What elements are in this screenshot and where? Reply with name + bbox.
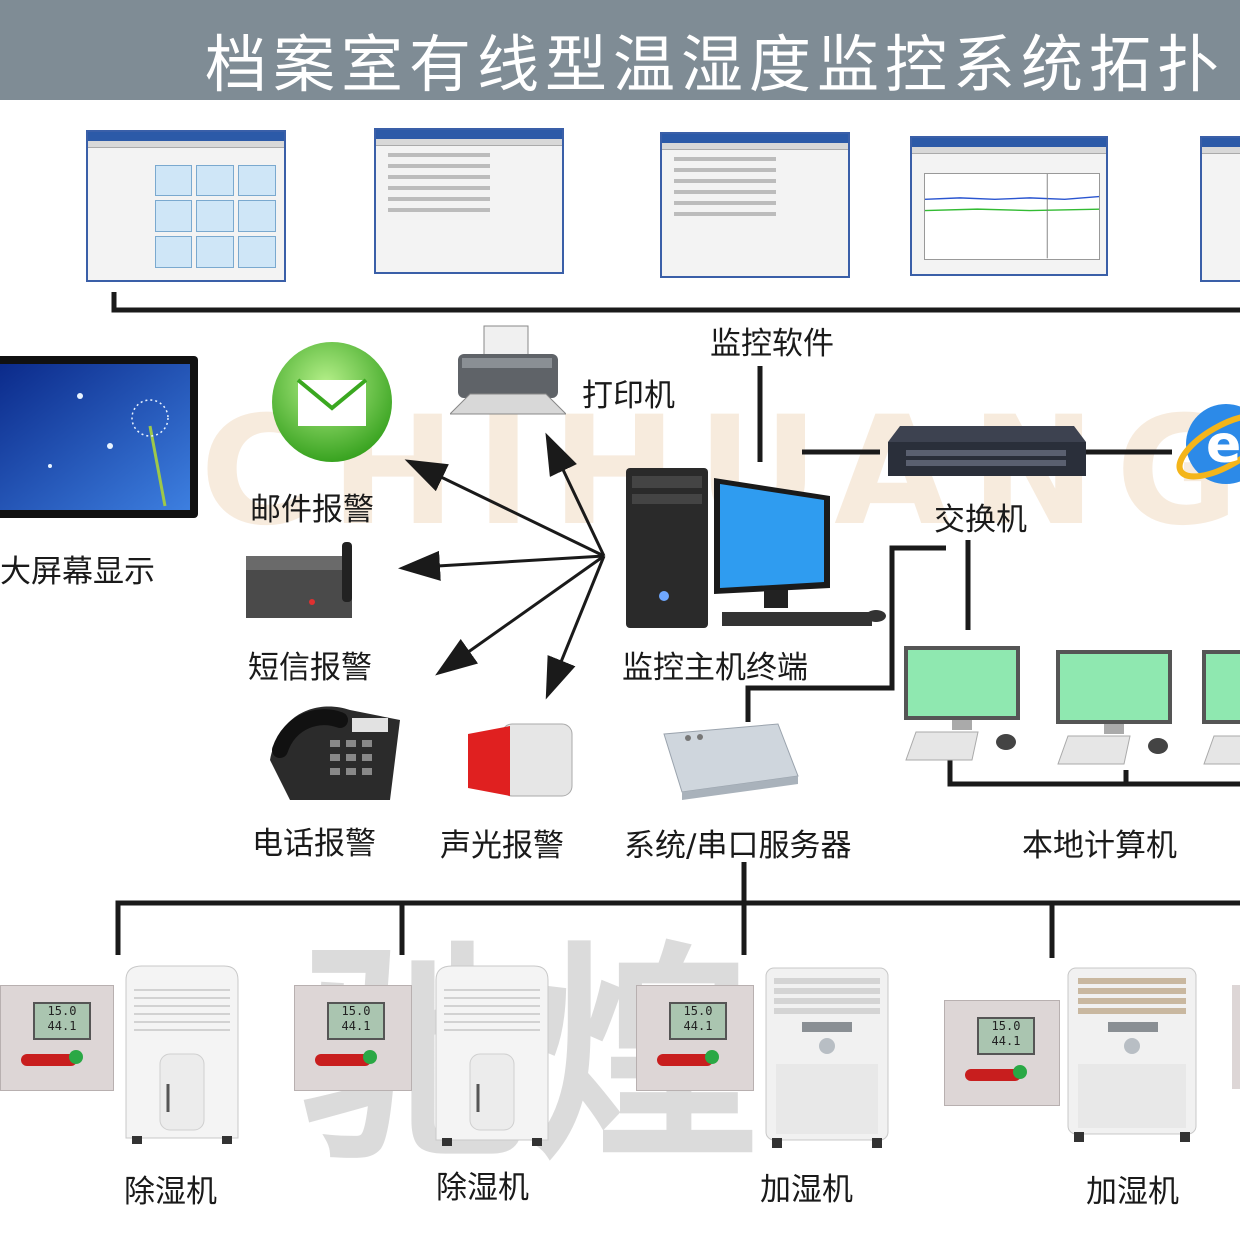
dehumidifier-unit-1 <box>120 962 244 1146</box>
sensor-temperature: 15.0 <box>683 1004 713 1018</box>
svg-text:e: e <box>1206 415 1240 475</box>
software-screenshot-device-info <box>660 132 850 278</box>
software-screenshot-overview <box>86 130 286 282</box>
title-bar: 档案室有线型温湿度监控系统拓扑 <box>0 0 1240 100</box>
sensor-humidity: 44.1 <box>47 1019 77 1033</box>
label-humidifier-2: 加湿机 <box>1086 1174 1179 1210</box>
th-sensor-2: 15.0 44.1 <box>294 985 412 1091</box>
label-local-computers: 本地计算机 <box>1022 828 1177 864</box>
email-alarm-device <box>270 340 394 464</box>
sensor-temperature: 15.0 <box>47 1004 77 1018</box>
label-printer: 打印机 <box>582 378 675 414</box>
software-screenshot-records <box>1200 136 1240 282</box>
printer-device <box>448 322 568 422</box>
label-dehumidifier-1: 除湿机 <box>124 1174 217 1210</box>
dehumidifier-unit-2 <box>430 962 554 1148</box>
th-sensor-3: 15.0 44.1 <box>636 985 754 1091</box>
label-sound-light-alarm: 声光报警 <box>440 828 564 864</box>
label-monitor-software: 监控软件 <box>710 326 834 362</box>
sensor-humidity: 44.1 <box>341 1019 371 1033</box>
label-sms-alarm: 短信报警 <box>248 650 372 686</box>
label-serial-server: 系统/串口服务器 <box>624 828 852 864</box>
big-screen-display <box>0 356 198 518</box>
host-terminal-device <box>624 466 890 636</box>
internet-browser-icon: e <box>1168 390 1240 500</box>
label-switch: 交换机 <box>934 502 1027 538</box>
page-title: 档案室有线型温湿度监控系统拓扑 <box>205 28 1226 100</box>
software-screenshot-curve <box>910 136 1108 276</box>
th-sensor-1: 15.0 44.1 <box>0 985 114 1091</box>
sensor-humidity: 44.1 <box>683 1019 713 1033</box>
sms-alarm-device <box>242 540 372 620</box>
humidifier-unit-1 <box>762 964 892 1150</box>
network-switch-device <box>886 422 1088 480</box>
sound-light-alarm-device <box>462 720 574 800</box>
label-email-alarm: 邮件报警 <box>250 492 374 528</box>
sensor-temperature: 15.0 <box>991 1019 1021 1033</box>
label-humidifier-1: 加湿机 <box>760 1172 853 1208</box>
th-sensor-4: 15.0 44.1 <box>944 1000 1060 1106</box>
sensor-humidity: 44.1 <box>991 1034 1021 1048</box>
label-host-terminal: 监控主机终端 <box>622 650 808 686</box>
phone-alarm-device <box>260 690 410 812</box>
local-computer-3 <box>1200 648 1240 768</box>
local-computer-2 <box>1054 648 1176 768</box>
sensor-temperature: 15.0 <box>341 1004 371 1018</box>
sensor-unit-edge <box>1232 985 1240 1089</box>
label-phone-alarm: 电话报警 <box>252 826 376 862</box>
label-dehumidifier-2: 除湿机 <box>436 1170 529 1206</box>
label-big-screen: 大屏幕显示 <box>0 554 155 590</box>
software-screenshot-settings <box>374 128 564 274</box>
humidifier-unit-2 <box>1064 964 1200 1144</box>
serial-server-device <box>660 720 802 804</box>
local-computer-1 <box>902 644 1024 764</box>
